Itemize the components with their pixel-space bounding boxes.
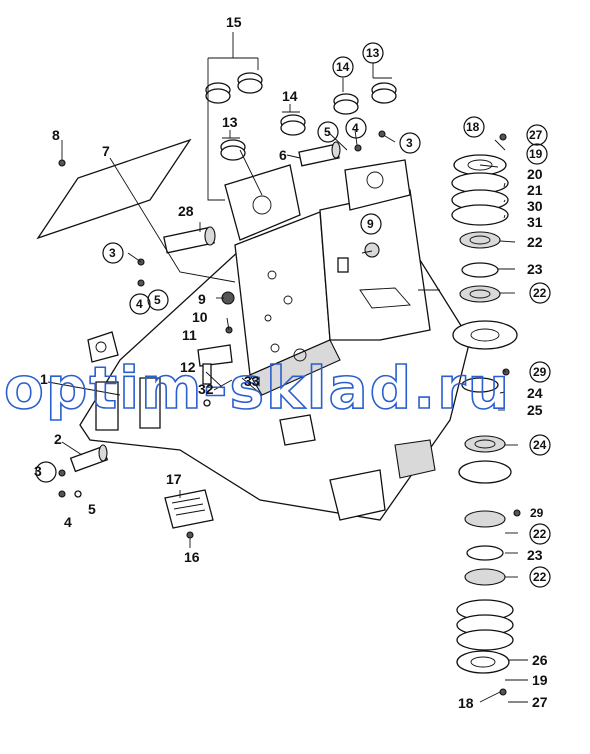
callout-20: 20 <box>527 166 543 182</box>
callout-17: 17 <box>166 471 182 487</box>
callout-30: 30 <box>527 198 543 214</box>
pin-28 <box>163 226 216 254</box>
callout-6: 6 <box>279 147 287 163</box>
front-frame-drawing <box>79 159 518 521</box>
callout-23: 23 <box>527 547 543 563</box>
callout-33: 33 <box>244 373 260 389</box>
pin-2 <box>69 444 109 473</box>
washer-stack-14-right <box>333 93 359 115</box>
callout-25: 25 <box>527 402 543 418</box>
callout-2: 2 <box>54 431 62 447</box>
callout-26: 26 <box>532 652 548 668</box>
washer-stack-14-left <box>280 114 306 136</box>
callout-23: 23 <box>527 261 543 277</box>
callout-3: 3 <box>109 246 116 260</box>
callout-19: 19 <box>532 672 548 688</box>
callout-14: 14 <box>336 60 350 74</box>
callout-12: 12 <box>180 359 196 375</box>
upper-bearing-stack <box>451 154 509 303</box>
callout-15: 15 <box>226 14 242 30</box>
callout-labels: 15 14 13 14 13 5 4 3 6 8 7 28 9 3 4 5 9 … <box>34 14 548 711</box>
callout-10: 10 <box>192 309 208 325</box>
callout-22: 22 <box>527 234 543 250</box>
callout-18: 18 <box>466 120 480 134</box>
bracket-12 <box>197 344 233 385</box>
callout-5: 5 <box>88 501 96 517</box>
callout-13: 13 <box>366 46 380 60</box>
callout-3: 3 <box>406 136 413 150</box>
leader-lines <box>47 32 528 703</box>
callout-19: 19 <box>529 147 543 161</box>
callout-9: 9 <box>367 217 374 231</box>
callout-5: 5 <box>324 125 331 139</box>
callout-22: 22 <box>533 286 547 300</box>
washer-stack-13-right <box>371 82 397 104</box>
watermark-text: optim-sklad.ru <box>4 354 511 422</box>
callout-4: 4 <box>64 514 72 530</box>
lower-bearing-stack <box>456 377 514 674</box>
washer-stack-15 <box>205 72 263 104</box>
callout-16: 16 <box>184 549 200 565</box>
callout-4: 4 <box>352 121 359 135</box>
pin-6 <box>298 141 341 167</box>
washer-stack-13-left <box>220 139 246 161</box>
callout-28: 28 <box>178 203 194 219</box>
callout-27: 27 <box>532 694 548 710</box>
callout-9: 9 <box>198 291 206 307</box>
callout-7: 7 <box>102 143 110 159</box>
callout-8: 8 <box>52 127 60 143</box>
cover-plate <box>36 138 192 240</box>
callout-29: 29 <box>530 506 544 520</box>
callout-29: 29 <box>533 365 547 379</box>
callout-27: 27 <box>529 128 543 142</box>
callout-circles <box>35 42 551 588</box>
callout-3: 3 <box>34 463 42 479</box>
callout-22: 22 <box>533 527 547 541</box>
callout-18: 18 <box>458 695 474 711</box>
callout-24: 24 <box>533 438 547 452</box>
callout-5: 5 <box>154 293 161 307</box>
callout-1: 1 <box>40 371 48 387</box>
callout-31: 31 <box>527 214 543 230</box>
callout-22: 22 <box>533 570 547 584</box>
callout-11: 11 <box>182 327 197 343</box>
callout-32: 32 <box>198 381 214 397</box>
callout-4: 4 <box>136 297 143 311</box>
label-plate-17 <box>164 489 214 529</box>
callout-24: 24 <box>527 385 543 401</box>
callout-13: 13 <box>222 114 238 130</box>
callout-14: 14 <box>282 88 298 104</box>
callout-21: 21 <box>527 182 543 198</box>
